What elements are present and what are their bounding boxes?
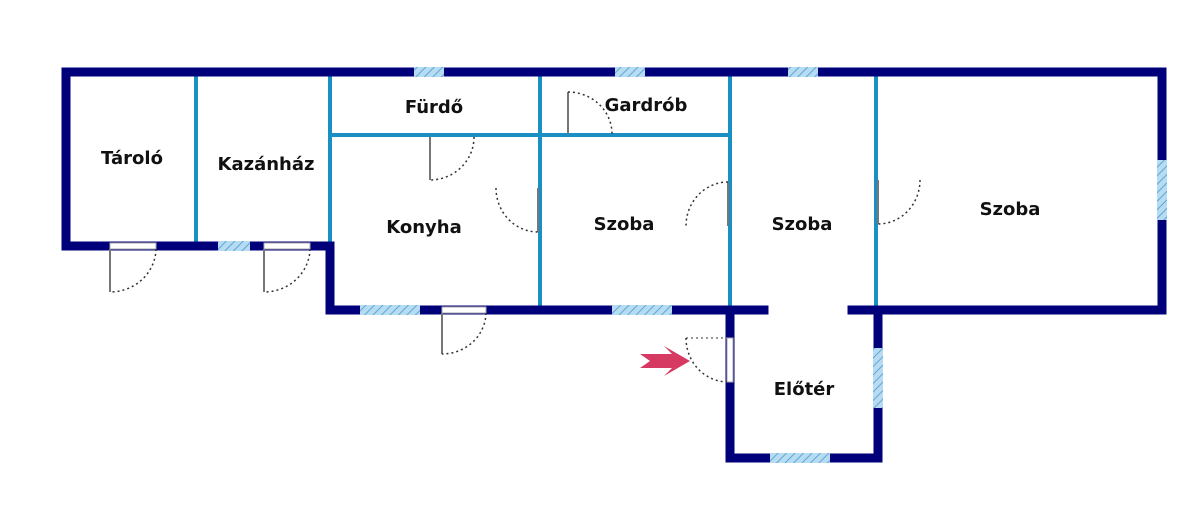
window-icon	[615, 67, 645, 77]
window-icon	[218, 241, 250, 251]
door-swing-icon	[263, 242, 311, 293]
door-swing-icon	[685, 181, 729, 227]
door-swing-icon	[495, 187, 539, 233]
window-icon	[612, 305, 672, 315]
window-icon	[1157, 160, 1167, 220]
windows	[218, 67, 1167, 463]
room-label-szoba: Szoba	[594, 214, 655, 235]
room-label-gardrob: Gardrób	[605, 95, 688, 116]
room-label-konyha: Konyha	[386, 217, 462, 238]
window-icon	[770, 453, 830, 463]
room-label-taroló: Tároló	[101, 148, 163, 169]
window-icon	[360, 305, 420, 315]
door-swing-icon	[567, 91, 613, 135]
window-icon	[788, 67, 818, 77]
outer-wall-main	[847, 215, 1167, 315]
room-label-kazanhaz: Kazánház	[218, 154, 315, 175]
entrance-arrow-icon	[640, 346, 690, 376]
doors	[109, 91, 921, 383]
room-label-szoba: Szoba	[980, 199, 1041, 220]
door-swing-icon	[441, 306, 487, 355]
window-icon	[873, 348, 883, 408]
window-icon	[414, 67, 444, 77]
door-swing-icon	[109, 242, 157, 293]
outer-walls	[61, 67, 1167, 463]
door-swing-icon	[429, 136, 475, 181]
door-swing-icon	[685, 337, 734, 383]
room-label-eloter: Előtér	[774, 379, 835, 400]
inner-walls	[194, 72, 878, 310]
room-labels: Tároló Kazánház Fürdő Gardrób Konyha Szo…	[101, 95, 1040, 400]
door-swing-icon	[877, 179, 921, 225]
room-label-szoba: Szoba	[772, 214, 833, 235]
outer-wall-main	[61, 67, 1167, 315]
room-label-furdo: Fürdő	[405, 97, 463, 118]
